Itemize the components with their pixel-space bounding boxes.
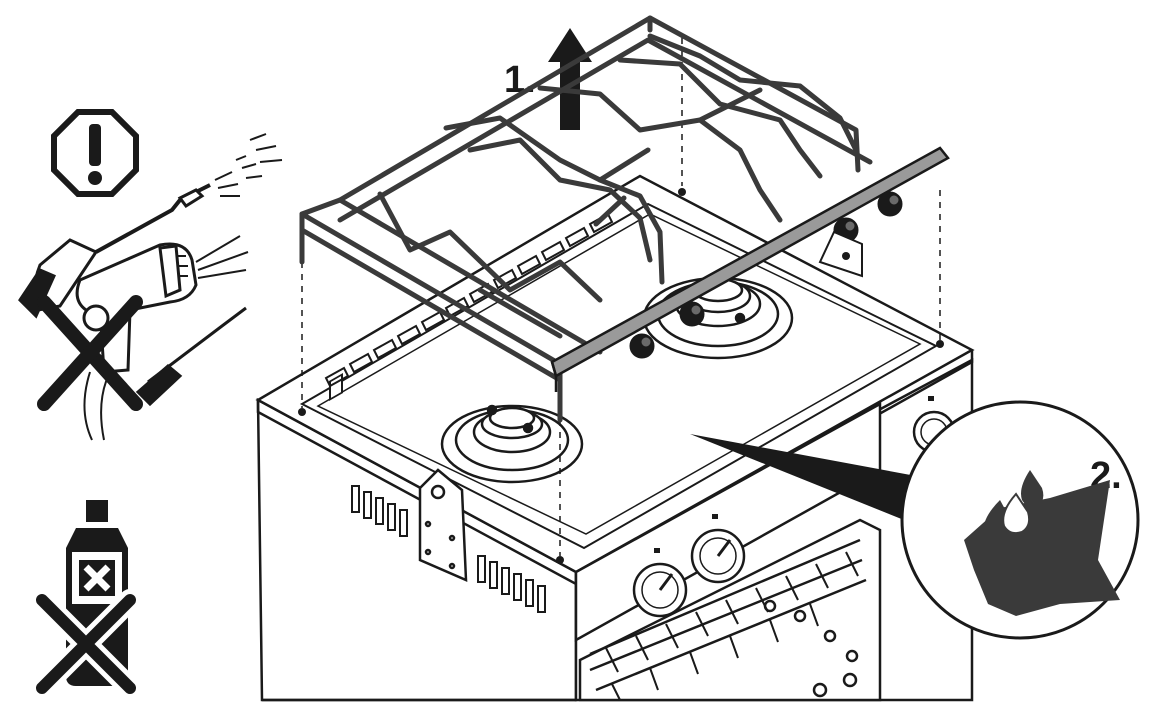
lift-arrow-icon (548, 28, 592, 130)
mounting-points (298, 188, 944, 564)
no-chemical-cleaner-icon (31, 500, 141, 699)
burner-rear (642, 276, 794, 360)
pan-support-grid (299, 15, 873, 423)
callout-wedge (690, 434, 916, 520)
grid-front-bar (550, 146, 950, 392)
oven-racks (578, 518, 882, 702)
front-bracket (418, 468, 468, 582)
spray-lines (214, 133, 283, 197)
damp-cloth-icon (964, 470, 1120, 616)
no-pressure-washer-icon (18, 133, 283, 441)
burner-front (440, 404, 584, 484)
warning-octagon-icon (51, 109, 139, 197)
vent-slots-front (351, 485, 546, 613)
grid-caps (629, 191, 903, 359)
